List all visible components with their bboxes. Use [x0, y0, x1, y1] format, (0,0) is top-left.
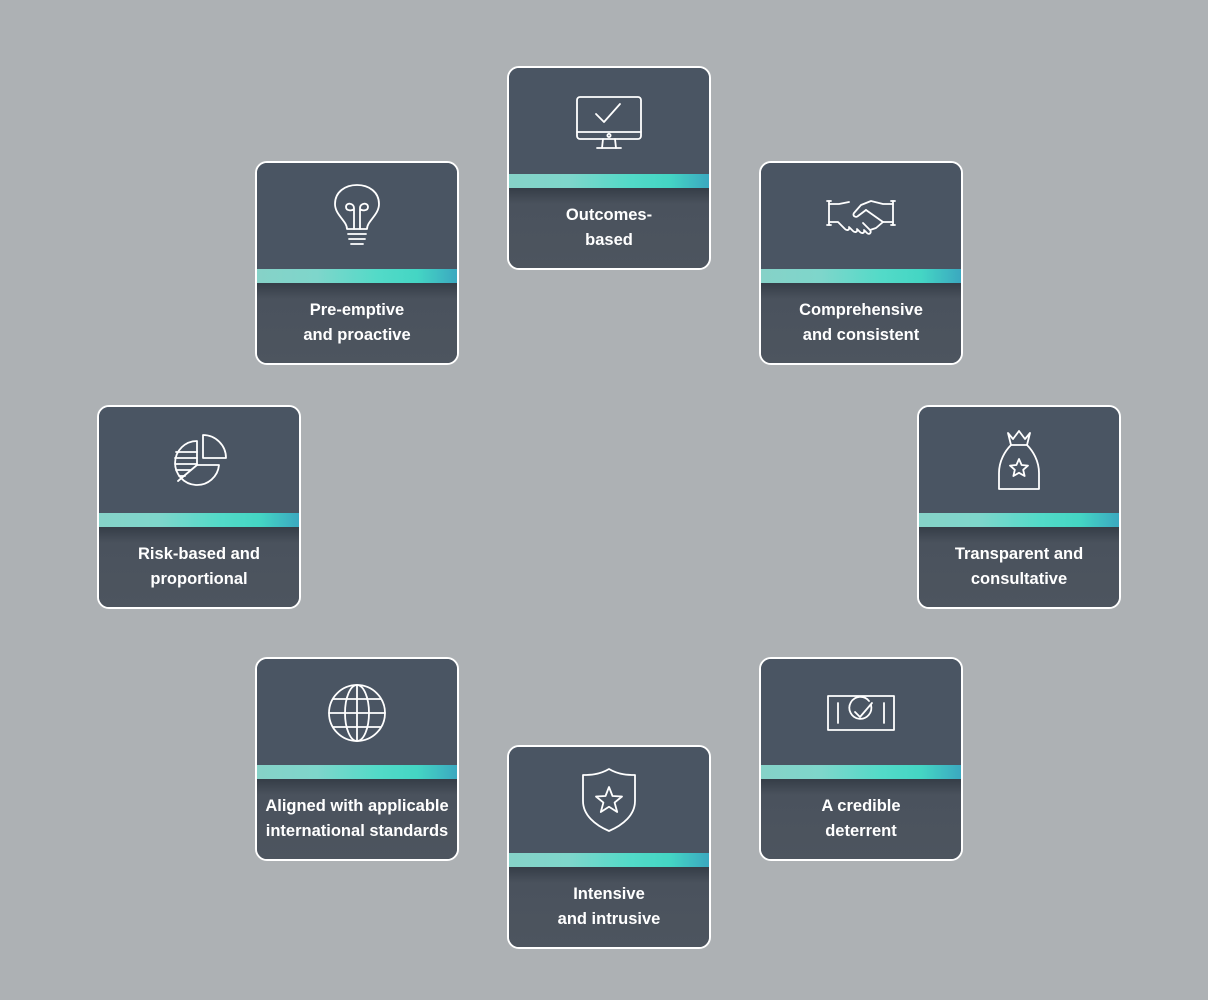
card-top: [509, 68, 709, 174]
pie-chart-icon: [163, 425, 235, 497]
card-label-area: Risk-based and proportional: [99, 527, 299, 607]
card-top: [99, 407, 299, 513]
card-accent-band: [509, 853, 709, 867]
handshake-icon: [825, 181, 897, 253]
card-accent-band: [919, 513, 1119, 527]
card-accent-band: [761, 765, 961, 779]
card-label-area: Pre-emptive and proactive: [257, 283, 457, 363]
card-aligned: Aligned with applicable international st…: [255, 657, 459, 861]
card-accent-band: [99, 513, 299, 527]
card-intensive: Intensive and intrusive: [507, 745, 711, 949]
card-accent-band: [257, 765, 457, 779]
monitor-check-icon: [573, 86, 645, 158]
card-label: Outcomes- based: [565, 206, 653, 249]
card-accent-band: [761, 269, 961, 283]
card-label: Pre-emptive and proactive: [303, 301, 411, 344]
card-label-area: Transparent and consultative: [919, 527, 1119, 607]
card-label: A credible deterrent: [821, 797, 901, 840]
card-label-area: A credible deterrent: [761, 779, 961, 859]
card-top: [509, 747, 709, 853]
card-label: Transparent and consultative: [954, 545, 1084, 588]
card-comprehensive: Comprehensive and consistent: [759, 161, 963, 365]
card-pre-emptive: Pre-emptive and proactive: [255, 161, 459, 365]
card-accent-band: [509, 174, 709, 188]
card-label-area: Comprehensive and consistent: [761, 283, 961, 363]
card-label: Aligned with applicable international st…: [265, 797, 449, 840]
card-label-area: Outcomes- based: [509, 188, 709, 268]
card-accent-band: [257, 269, 457, 283]
lightbulb-icon: [321, 181, 393, 253]
card-label-area: Aligned with applicable international st…: [257, 779, 457, 859]
card-transparent: Transparent and consultative: [917, 405, 1121, 609]
card-risk-based: Risk-based and proportional: [97, 405, 301, 609]
card-label: Comprehensive and consistent: [799, 301, 923, 344]
globe-icon: [321, 677, 393, 749]
ticket-check-icon: [825, 677, 897, 749]
card-credible: A credible deterrent: [759, 657, 963, 861]
card-outcomes-based: Outcomes- based: [507, 66, 711, 270]
shield-star-icon: [573, 765, 645, 837]
card-label-area: Intensive and intrusive: [509, 867, 709, 947]
money-bag-star-icon: [983, 425, 1055, 497]
card-label: Risk-based and proportional: [138, 545, 260, 588]
card-label: Intensive and intrusive: [557, 885, 661, 928]
card-top: [761, 659, 961, 765]
card-top: [257, 163, 457, 269]
card-top: [761, 163, 961, 269]
